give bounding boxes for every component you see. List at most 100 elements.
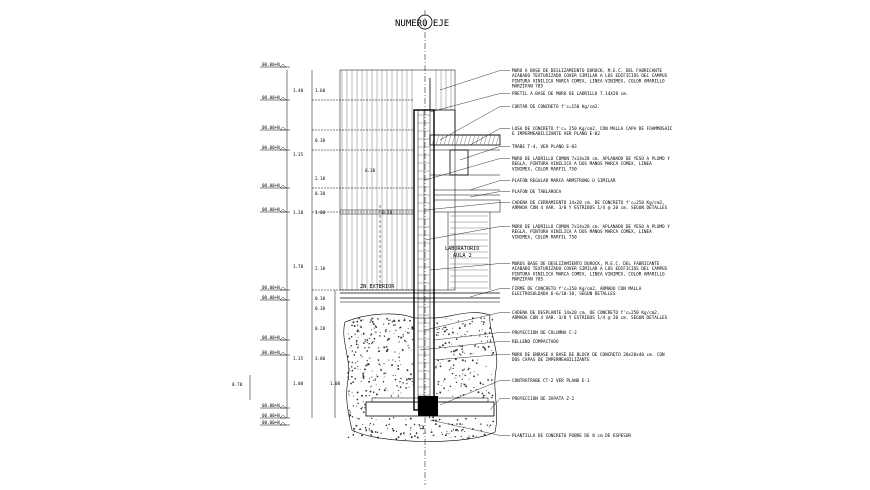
soil-dot xyxy=(364,403,366,406)
soil-dot xyxy=(480,429,483,432)
soil-dot xyxy=(398,353,400,355)
soil-dot xyxy=(348,390,350,392)
soil-dot xyxy=(361,356,363,358)
soil-dot xyxy=(487,391,489,393)
soil-dot xyxy=(353,325,356,327)
room-label-interior-2: AULA 2 xyxy=(453,253,472,259)
soil-dot xyxy=(399,434,402,436)
soil-dot xyxy=(354,351,357,353)
soil-dot xyxy=(451,372,454,375)
soil-dot xyxy=(436,322,439,325)
soil-dot xyxy=(460,429,462,431)
leader-line xyxy=(424,226,510,241)
soil-dot xyxy=(450,319,452,321)
small-dimension: 0.20 xyxy=(382,210,393,215)
soil-dot xyxy=(375,384,377,386)
soil-dot xyxy=(370,319,373,321)
soil-dot xyxy=(477,346,480,348)
soil-dot xyxy=(364,347,366,349)
soil-dot xyxy=(368,428,371,430)
soil-dot xyxy=(468,378,470,380)
soil-dot xyxy=(474,345,476,347)
soil-dot xyxy=(385,329,387,331)
soil-dot xyxy=(384,330,387,333)
soil-dot xyxy=(455,381,458,384)
soil-dot xyxy=(443,326,445,328)
soil-dot xyxy=(406,369,409,372)
level-triangle xyxy=(279,351,287,356)
soil-dot xyxy=(361,406,363,408)
soil-dot xyxy=(398,360,400,362)
soil-dot xyxy=(393,333,395,335)
soil-dot xyxy=(377,318,379,320)
soil-dot xyxy=(411,377,413,380)
soil-dot xyxy=(484,348,487,351)
inner-dimension: 0.30 xyxy=(315,138,326,143)
soil-dot xyxy=(402,333,404,336)
soil-dot xyxy=(464,333,466,335)
soil-dot xyxy=(372,323,375,326)
soil-dot xyxy=(354,367,356,370)
soil-dot xyxy=(375,418,377,420)
soil-dot xyxy=(455,374,457,377)
soil-dot xyxy=(385,372,387,375)
soil-dot xyxy=(350,344,353,347)
soil-dot xyxy=(399,327,400,329)
soil-dot xyxy=(363,342,365,344)
level-label: 00.00+N xyxy=(262,207,280,212)
soil-dot xyxy=(388,337,390,340)
outer-dimension: 1.78 xyxy=(293,264,304,269)
slab-hatch-line xyxy=(491,134,496,146)
soil-dot xyxy=(356,360,358,362)
soil-dot xyxy=(354,377,357,380)
soil-dot xyxy=(379,331,381,334)
soil-dot xyxy=(413,423,416,426)
soil-dot xyxy=(362,424,364,426)
spec-note: MUROS BASE DE DESLIZAMIENTO DUROCK, M.E.… xyxy=(512,261,668,283)
soil-dot xyxy=(370,417,373,420)
soil-dot xyxy=(347,355,349,358)
soil-dot xyxy=(351,369,354,372)
level-label: 00.00+N xyxy=(262,295,280,300)
leader-line xyxy=(439,380,510,406)
room-label-exterior: ZN EXTERIOR xyxy=(360,284,395,290)
soil-dot xyxy=(387,389,388,391)
soil-dot xyxy=(434,423,437,426)
soil-dot xyxy=(451,430,453,432)
soil-dot xyxy=(365,394,367,397)
soil-dot xyxy=(369,391,371,393)
inner-dimension: 0.30 xyxy=(315,191,326,196)
soil-dot xyxy=(397,389,400,392)
soil-dot xyxy=(468,367,470,370)
soil-dot xyxy=(450,343,452,345)
leader-line xyxy=(429,419,510,436)
soil-dot xyxy=(463,383,466,386)
soil-dot xyxy=(485,394,487,396)
soil-dot xyxy=(362,377,365,380)
level-label: 00.00+N xyxy=(262,285,280,290)
soil-dot xyxy=(386,339,389,341)
soil-dot xyxy=(399,380,401,383)
soil-dot xyxy=(394,378,397,381)
spec-note: PROYECCION DE ZAPATA Z-2 xyxy=(512,396,574,402)
soil-dot xyxy=(475,435,477,437)
leader-line xyxy=(429,93,510,113)
soil-dot xyxy=(454,358,457,361)
soil-dot xyxy=(396,385,398,387)
soil-dot xyxy=(356,398,359,401)
soil-dot xyxy=(391,427,394,430)
soil-dot xyxy=(374,379,376,381)
soil-dot xyxy=(428,416,431,419)
soil-dot xyxy=(439,362,441,364)
soil-dot xyxy=(410,436,413,439)
soil-dot xyxy=(459,394,461,397)
soil-dot xyxy=(359,428,362,431)
soil-dot xyxy=(466,437,469,440)
soil-dot xyxy=(412,384,414,386)
soil-dot xyxy=(463,352,465,354)
level-label: 00.00+N xyxy=(262,420,280,425)
soil-dot xyxy=(348,319,350,321)
soil-dot xyxy=(360,380,362,382)
slab-hatch-line xyxy=(483,134,488,146)
